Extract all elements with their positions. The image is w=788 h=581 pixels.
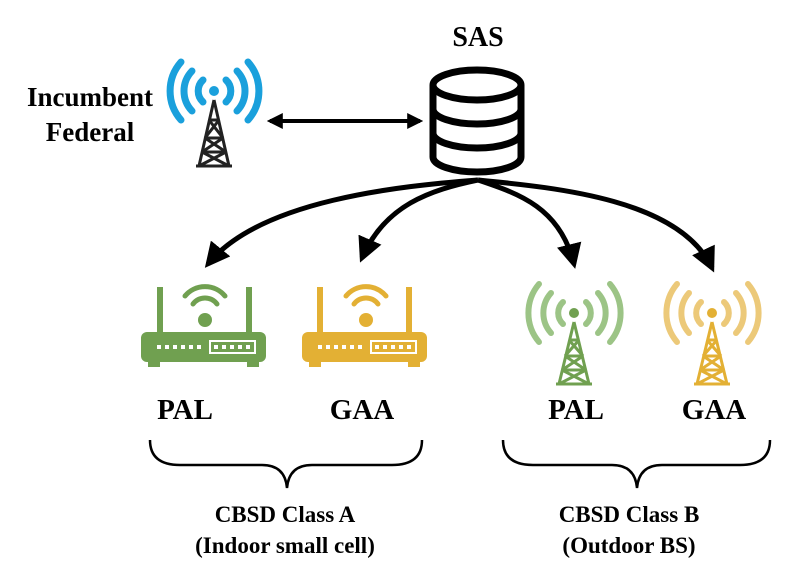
pal-class-b-label: PAL [548,394,604,426]
pal-tower-icon [525,281,624,386]
sas-device-arrows [204,177,715,273]
gaa-class-b-label: GAA [681,394,747,426]
class-b-line1: CBSD Class B [558,502,700,527]
federal-tower-icon [166,58,263,168]
class-b-brace [501,439,772,489]
class-b-line2: (Outdoor BS) [562,533,696,558]
gaa-router-icon [302,284,427,367]
incumbent-label-line1: Incumbent [26,82,154,112]
incumbent-federal-label: Incumbent Federal [10,80,170,150]
cbsd-class-a-label: CBSD Class A (Indoor small cell) [160,499,410,561]
database-icon [429,66,525,176]
class-a-line2: (Indoor small cell) [195,533,375,558]
class-a-line1: CBSD Class A [214,502,356,527]
pal-router-icon [141,284,266,367]
pal-class-a-label: PAL [157,394,213,426]
cbsd-class-b-label: CBSD Class B (Outdoor BS) [504,499,754,561]
sas-label: SAS [452,22,504,53]
gaa-tower-icon [663,281,762,386]
gaa-class-a-label: GAA [329,394,395,426]
class-a-brace [148,439,424,489]
incumbent-label-line2: Federal [45,117,135,147]
